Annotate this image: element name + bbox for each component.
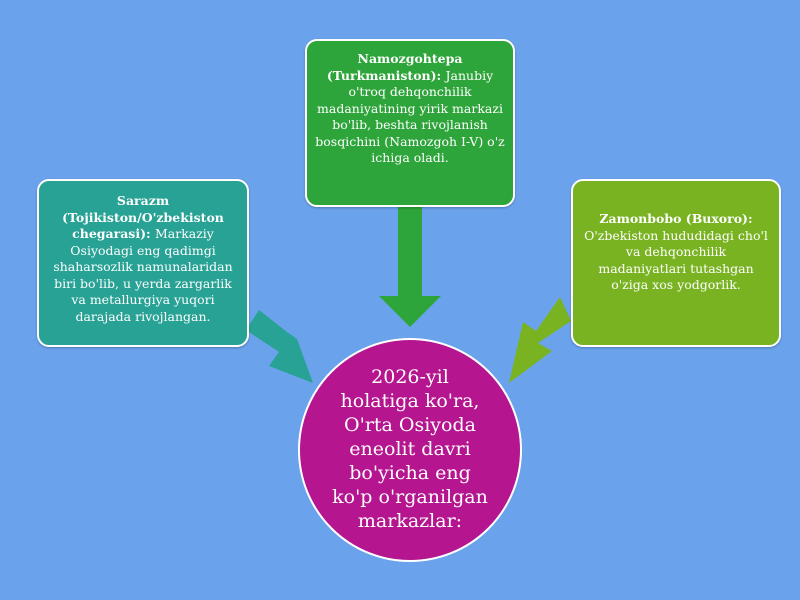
arrow-left-to-center xyxy=(246,310,313,383)
sarazm-text: Markaziy Osiyodagi eng qadimgi shaharsoz… xyxy=(53,226,233,324)
zamonbobo-box: Zamonbobo (Buxoro): O'zbekiston hududida… xyxy=(571,179,781,347)
namozgohtepa-text: Janubiy o'troq dehqonchilik madaniyatini… xyxy=(315,67,505,166)
arrow-right-to-center xyxy=(509,297,571,383)
center-circle: 2026-yil holatiga ko'ra, O'rta Osiyoda e… xyxy=(298,338,522,562)
arrow-top-to-center xyxy=(379,207,441,327)
sarazm-box: Sarazm (Tojikiston/O'zbekiston chegarasi… xyxy=(37,179,249,347)
sarazm-title: Sarazm (Tojikiston/O'zbekiston chegarasi… xyxy=(62,193,224,241)
zamonbobo-title: Zamonbobo (Buxoro): xyxy=(599,211,753,226)
namozgohtepa-box: Namozgohtepa (Turkmaniston): Janubiy o't… xyxy=(305,39,515,207)
zamonbobo-text: O'zbekiston hududidagi cho'l va dehqonch… xyxy=(584,227,768,293)
center-text: 2026-yil holatiga ko'ra, O'rta Osiyoda e… xyxy=(332,366,488,532)
namozgohtepa-title: Namozgohtepa (Turkmaniston): xyxy=(326,51,463,83)
